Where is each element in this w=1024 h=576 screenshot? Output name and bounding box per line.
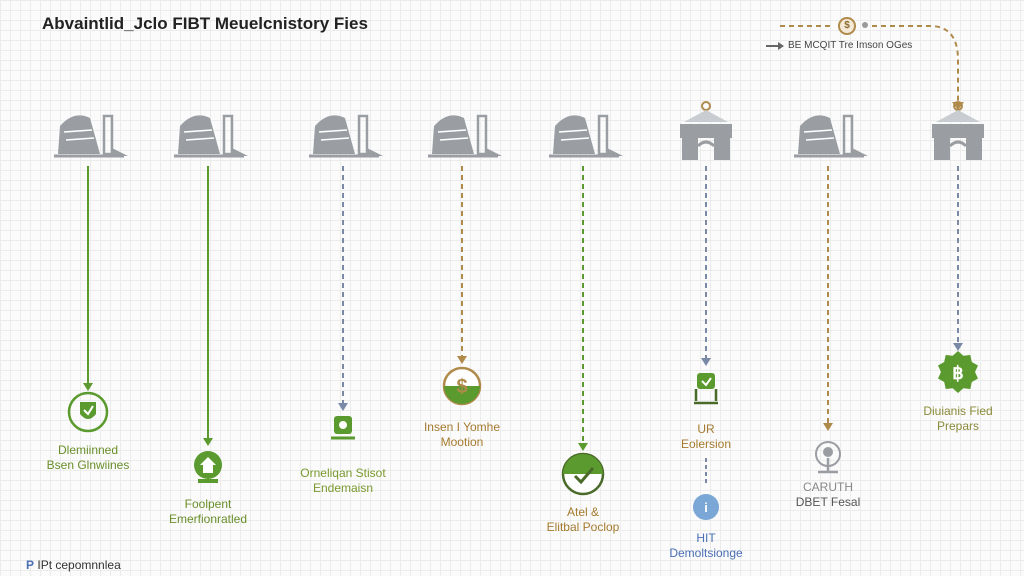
node-label-5: Atel &Elitbal Poclop [498,505,668,535]
svg-text:$: $ [456,376,467,398]
svg-text:i: i [704,500,708,515]
legend-connector [780,25,959,104]
flow-node-1 [54,114,128,433]
trophy-icon [694,373,718,405]
node-label-3-line: Endemaisn [312,481,374,495]
node-label-2-line: Emerfionratled [168,512,248,526]
flow-node-6: i [680,101,732,520]
bridge-icon [932,101,984,160]
arrow-down-icon [701,358,711,366]
node-label-5-line: Atel & [566,505,599,519]
node-sublabel-6-line: HIT [696,531,716,545]
node-label-6-line: UR [697,422,715,436]
dollar-icon: $ [442,366,482,406]
arrow-down-icon [457,356,467,364]
info-icon: i [693,494,719,520]
legend-text: BE MCQIT Tre Imson OGes [788,40,913,51]
arrow-down-icon [953,343,963,351]
footer-text: IPt cepomnnlea [37,558,121,572]
check-icon [561,452,605,496]
node-label-3-line: Orneliqan Stisot [300,466,386,480]
flow-node-2 [174,114,248,483]
node-label-7-line: CARUTH [803,480,853,494]
footer: P IPt cepomnnlea [26,558,121,572]
building-icon [309,114,383,158]
building-icon [174,114,248,158]
node-label-1-line: Dlemiinned [57,443,119,457]
svg-text:฿: ฿ [952,363,963,383]
flow-node-5 [549,114,623,496]
arrow-down-icon [578,443,588,451]
house-icon [194,451,222,483]
building-icon [794,114,868,158]
building-icon [54,114,128,158]
node-label-6-line: Eolersion [680,437,732,451]
arrow-down-icon [338,403,348,411]
legend: BE MCQIT Tre Imson OGes [766,40,912,51]
node-sublabel-6-line: Demoltsionge [669,546,743,560]
node-label-4-line: Mootion [440,435,484,449]
node-label-1-line: Bsen Glnwiines [46,458,130,472]
page-title: Abvaintlid_Jclo FIBT Meuelcnistory Fies [42,14,368,33]
flow-node-8: ฿ [932,101,984,393]
flow-node-3 [309,114,383,440]
shield-icon [67,391,109,433]
arrow-right-icon [766,41,784,50]
building-icon [428,114,502,158]
bridge-icon [680,101,732,160]
node-label-7-line: DBET Fesal [795,495,861,509]
arrow-down-icon [203,438,213,446]
node-label-2-line: Foolpent [184,497,232,511]
dollar-badge-icon: $ [838,17,856,35]
building-icon [549,114,623,158]
bitcoin-icon: ฿ [938,351,978,393]
arrow-down-icon [83,383,93,391]
flow-node-7 [794,114,868,474]
node-label-4-line: Insen I Yomhe [423,420,501,434]
node-label-8-line: Prepars [936,419,980,433]
footer-logo-icon: P [26,558,35,572]
node-label-5-line: Elitbal Poclop [546,520,620,534]
stamp-icon [331,416,355,440]
arrow-down-icon [823,423,833,431]
node-label-8-line: Diuianis Fied [923,404,993,418]
pin-icon [815,441,841,474]
legend-dot-icon [862,22,868,28]
flow-node-4: $ [428,114,502,406]
